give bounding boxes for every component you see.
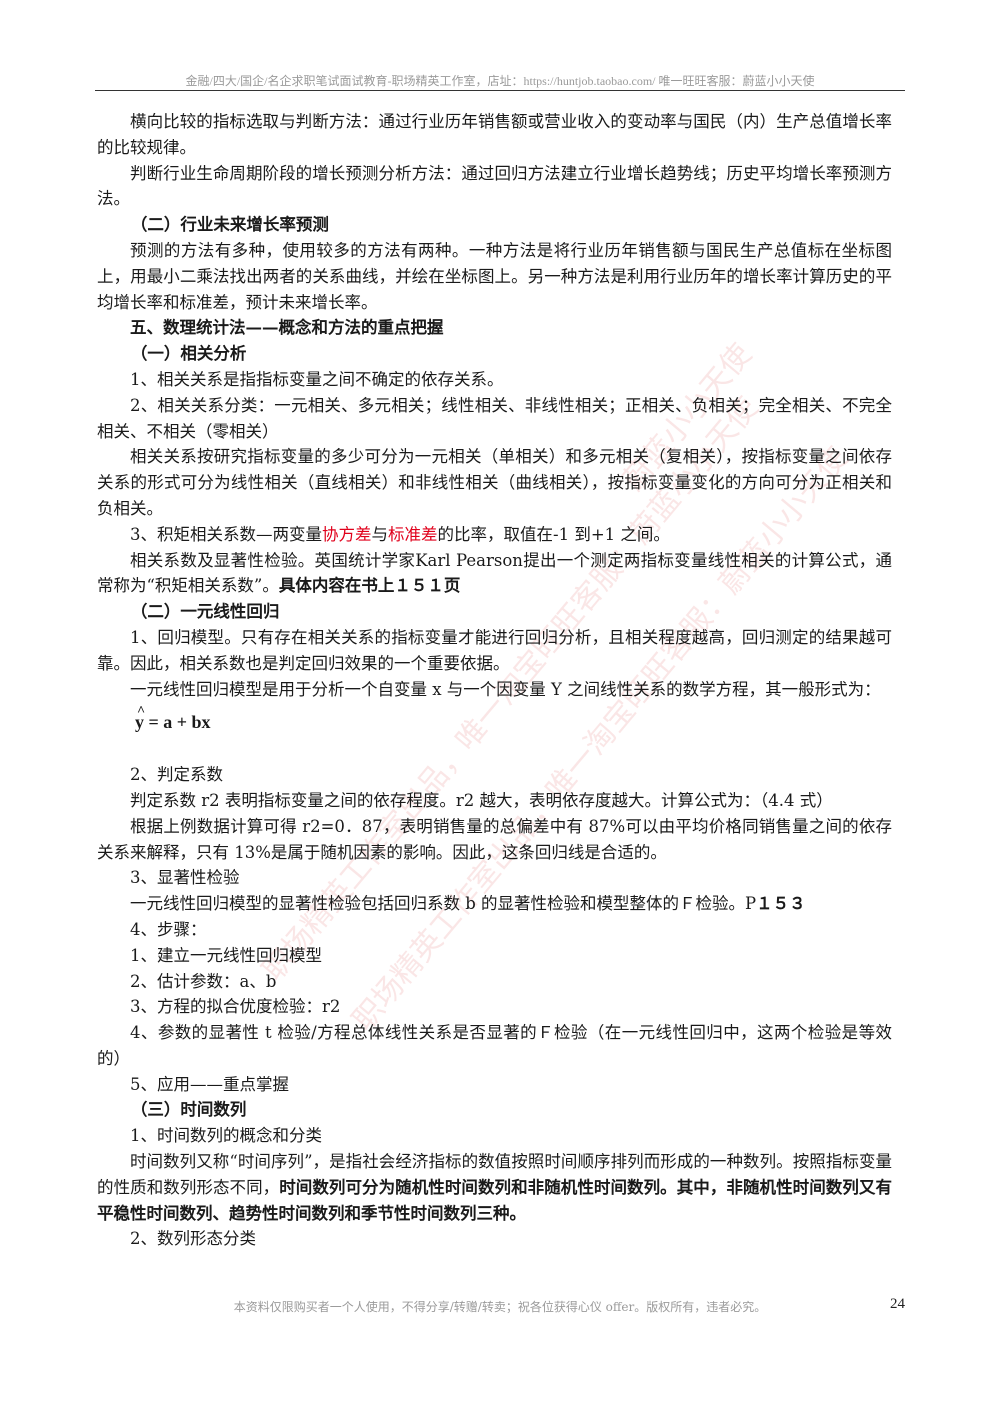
paragraph: 判断行业生命周期阶段的增长预测分析方法：通过回归方法建立行业增长趋势线；历史平均… — [97, 163, 892, 209]
paragraph: 1、时间数列的概念和分类 — [130, 1126, 322, 1146]
paragraph: 1、相关关系是指指标变量之间不确定的依存关系。 — [130, 369, 504, 389]
text-run: 一元线性回归模型的显著性检验包括回归系数 b 的显著性检验和模型整体的Ｆ检验。P — [130, 894, 757, 914]
section-heading: （二）行业未来增长率预测 — [130, 215, 329, 235]
document-body: 横向比较的指标选取与判断方法：通过行业历年销售额或营业收入的变动率与国民（内）生… — [97, 109, 892, 1252]
paragraph: 1、建立一元线性回归模型 — [130, 945, 322, 965]
paragraph: 4、步骤： — [130, 919, 207, 939]
formula-y-hat: y — [135, 699, 145, 736]
page-number: 24 — [890, 1296, 905, 1312]
text-run: 与 — [371, 524, 389, 544]
paragraph: 2、判定系数 — [130, 765, 223, 785]
paragraph: 根据上例数据计算可得 r2=0．87，表明销售量的总偏差中有 87%可以由平均价… — [97, 816, 892, 862]
highlight-term: 协方差 — [322, 524, 372, 544]
text-run: 时间数列又称“时间序列”，是指社会经济指标的数值按照时间顺序排列而形成的一种数列… — [97, 1152, 892, 1197]
bold-text: 具体内容在书上１５１页 — [278, 576, 461, 596]
header-divider — [95, 90, 905, 91]
paragraph: 横向比较的指标选取与判断方法：通过行业历年销售额或营业收入的变动率与国民（内）生… — [97, 112, 892, 157]
highlight-term: 标准差 — [388, 524, 438, 544]
paragraph: 5、应用——重点掌握 — [130, 1074, 289, 1094]
page-header: 金融/四大/国企/名企求职笔试面试教育-职场精英工作室，店址：https://h… — [185, 74, 815, 88]
section-heading: （一）相关分析 — [130, 344, 247, 364]
paragraph: 2、相关关系分类：一元相关、多元相关；线性相关、非线性相关；正相关、负相关；完全… — [97, 395, 892, 441]
regression-formula: y = a + bx — [135, 699, 892, 736]
paragraph: 一元线性回归模型的显著性检验包括回归系数 b 的显著性检验和模型整体的Ｆ检验。P… — [97, 891, 892, 917]
text-run: 相关系数及显著性检验。英国统计学家Karl Pearson提出一个测定两指标变量… — [97, 550, 892, 596]
paragraph: 一元线性回归模型是用于分析一个自变量 x 与一个因变量 Y 之间线性关系的数学方… — [130, 679, 881, 699]
paragraph: 预测的方法有多种，使用较多的方法有两种。一种方法是将行业历年销售额与国民生产总值… — [97, 240, 892, 312]
paragraph: 3、显著性检验 — [130, 868, 240, 888]
paragraph: 4、参数的显著性 t 检验/方程总体线性关系是否显著的Ｆ检验（在一元线性回归中，… — [97, 1023, 892, 1068]
paragraph: 判定系数 r2 表明指标变量之间的依存程度。r2 越大，表明依存度越大。计算公式… — [130, 790, 833, 810]
paragraph: 1、回归模型。只有存在相关关系的指标变量才能进行回归分析，且相关程度越高，回归测… — [97, 627, 892, 673]
formula-rhs: = a + bx — [144, 712, 211, 733]
section-heading: 五、数理统计法——概念和方法的重点把握 — [130, 318, 444, 338]
bold-text: １５３ — [756, 894, 806, 914]
section-heading: （三）时间数列 — [130, 1100, 247, 1120]
paragraph: 相关关系按研究指标变量的多少可分为一元相关（单相关）和多元相关（复相关），按指标… — [97, 447, 892, 518]
page-footer: 本资料仅限购买者一个人使用，不得分享/转赠/转卖；祝各位获得心仪 offer。版… — [233, 1300, 767, 1314]
paragraph: 3、积矩相关系数—两变量协方差与标准差的比率，取值在-1 到+1 之间。 — [97, 522, 892, 548]
text-run: 的比率，取值在-1 到+1 之间。 — [437, 524, 670, 544]
bold-text: 时间数列可分为随机性时间数列和非随机性时间数列。其中，非随机性时间数列又有平稳性… — [97, 1177, 893, 1223]
paragraph: 2、数列形态分类 — [130, 1229, 256, 1249]
paragraph: 相关系数及显著性检验。英国统计学家Karl Pearson提出一个测定两指标变量… — [97, 548, 892, 600]
text-run: 3、积矩相关系数—两变量 — [130, 524, 322, 544]
paragraph: 时间数列又称“时间序列”，是指社会经济指标的数值按照时间顺序排列而形成的一种数列… — [97, 1149, 892, 1226]
paragraph: 3、方程的拟合优度检验：r2 — [130, 997, 341, 1017]
paragraph: 2、估计参数：a、b — [130, 971, 277, 991]
section-heading: （二）一元线性回归 — [130, 602, 280, 622]
